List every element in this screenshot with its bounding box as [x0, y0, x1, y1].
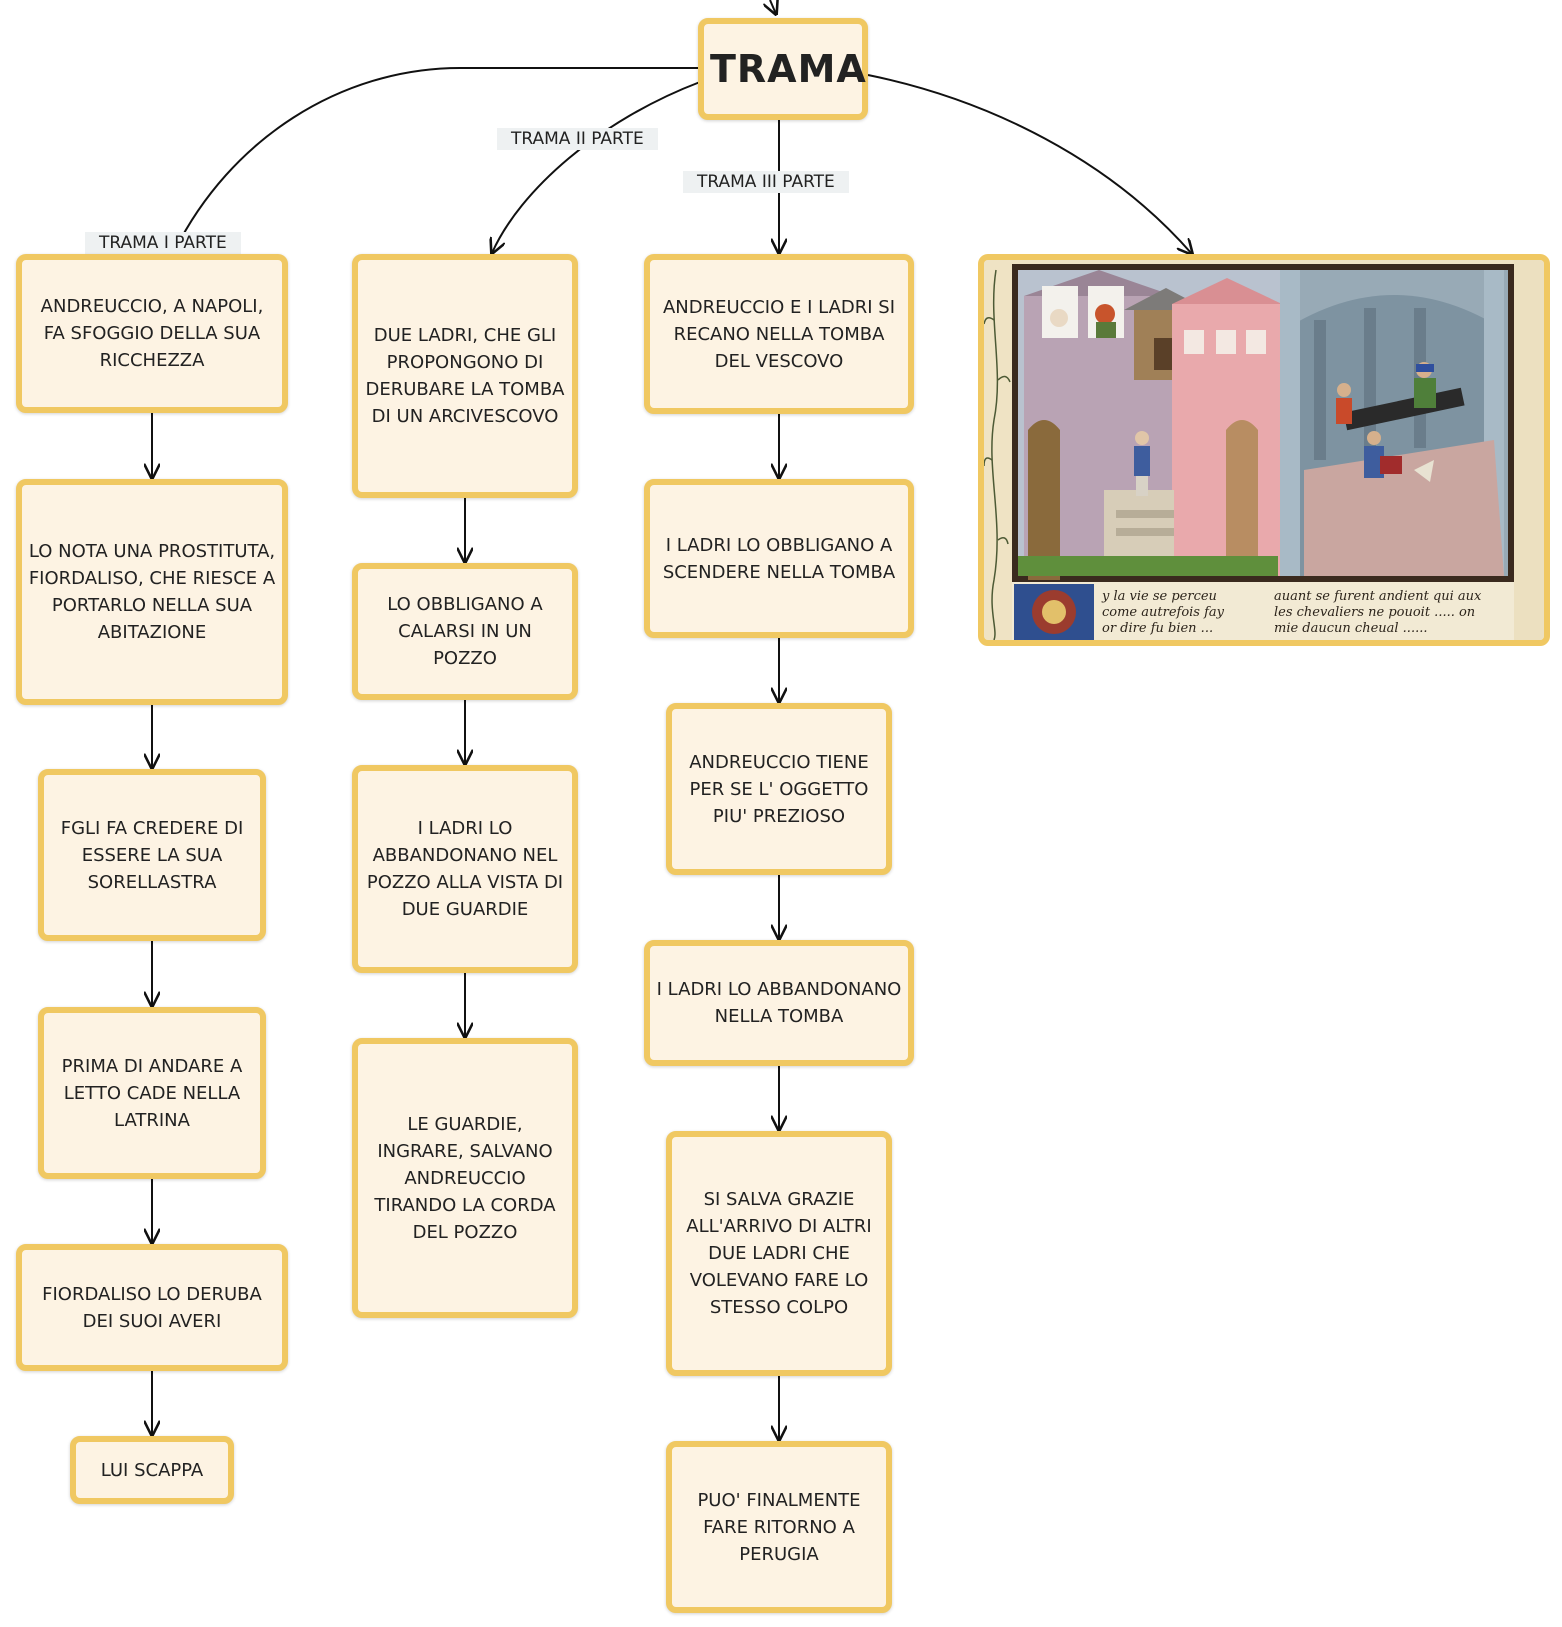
node-text: LO NOTA UNA PROSTITUTA, FIORDALISO, CHE … [28, 541, 276, 643]
node-text: FIORDALISO LO DERUBA DEI SUOI AVERI [42, 1283, 262, 1332]
branch-part1 [174, 67, 700, 251]
node-text: PRIMA DI ANDARE A LETTO CADE NELLA LATRI… [61, 1055, 243, 1131]
node-part3-5[interactable]: SI SALVA GRAZIE ALL'ARRIVO DI ALTRI DUE … [666, 1131, 892, 1376]
node-text: LUI SCAPPA [100, 1459, 204, 1481]
node-part2-1[interactable]: DUE LADRI, CHE GLI PROPONGONO DI DERUBAR… [352, 254, 578, 498]
branch-image [867, 74, 1192, 254]
node-text: I LADRI LO ABBANDONANO NELLA TOMBA [656, 979, 902, 1027]
node-text: DUE LADRI, CHE GLI PROPONGONO DI DERUBAR… [365, 325, 565, 427]
node-part1-3[interactable]: FGLI FA CREDERE DI ESSERE LA SUA SORELLA… [38, 769, 266, 941]
node-text: SI SALVA GRAZIE ALL'ARRIVO DI ALTRI DUE … [686, 1189, 872, 1318]
node-part1-5[interactable]: FIORDALISO LO DERUBA DEI SUOI AVERI [16, 1244, 288, 1371]
illustration-node[interactable]: y la vie se perceu come autrefois fay or… [978, 254, 1550, 646]
svg-text:les chevaliers ne pouoit .....: les chevaliers ne pouoit ..... on [1274, 605, 1475, 620]
node-part3-4[interactable]: I LADRI LO ABBANDONANO NELLA TOMBA [644, 940, 914, 1066]
node-part1-4[interactable]: PRIMA DI ANDARE A LETTO CADE NELLA LATRI… [38, 1007, 266, 1179]
node-part1-6[interactable]: LUI SCAPPA [70, 1436, 234, 1504]
node-part2-4[interactable]: LE GUARDIE, INGRARE, SALVANO ANDREUCCIO … [352, 1038, 578, 1318]
title-text: TRAMA [710, 46, 867, 91]
node-text: LO OBBLIGANO A CALARSI IN UN POZZO [387, 594, 543, 669]
node-text: LE GUARDIE, INGRARE, SALVANO ANDREUCCIO … [374, 1113, 556, 1243]
caption-left: y la vie se perceu [1101, 589, 1217, 604]
node-text: ANDREUCCIO TIENE PER SE L' OGGETTO PIU' … [689, 751, 869, 827]
node-part2-2[interactable]: LO OBBLIGANO A CALARSI IN UN POZZO [352, 563, 578, 700]
node-part3-6[interactable]: PUO' FINALMENTE FARE RITORNO A PERUGIA [666, 1441, 892, 1613]
incoming-arrow [770, 0, 776, 14]
node-part1-2[interactable]: LO NOTA UNA PROSTITUTA, FIORDALISO, CHE … [16, 479, 288, 705]
node-part2-3[interactable]: I LADRI LO ABBANDONANO NEL POZZO ALLA VI… [352, 765, 578, 973]
title-node[interactable]: TRAMA [698, 18, 868, 120]
node-text: FGLI FA CREDERE DI ESSERE LA SUA SORELLA… [60, 817, 244, 893]
edge-label-part2: TRAMA II PARTE [497, 128, 658, 150]
svg-text:come autrefois fay: come autrefois fay [1102, 605, 1225, 620]
node-part3-1[interactable]: ANDREUCCIO E I LADRI SI RECANO NELLA TOM… [644, 254, 914, 414]
svg-text:mie daucun cheual ......: mie daucun cheual ...... [1274, 621, 1427, 636]
svg-text:or dire fu bien ...: or dire fu bien ... [1102, 621, 1213, 636]
node-text: PUO' FINALMENTE FARE RITORNO A PERUGIA [697, 1489, 861, 1565]
edge-label-part1: TRAMA I PARTE [85, 232, 241, 254]
node-text: ANDREUCCIO E I LADRI SI RECANO NELLA TOM… [662, 296, 896, 372]
node-part3-2[interactable]: I LADRI LO OBBLIGANO A SCENDERE NELLA TO… [644, 479, 914, 638]
illustration-image: y la vie se perceu come autrefois fay or… [984, 260, 1544, 640]
node-text: ANDREUCCIO, A NAPOLI, FA SFOGGIO DELLA S… [40, 296, 264, 371]
edge-label-part3: TRAMA III PARTE [683, 171, 849, 193]
node-text: I LADRI LO ABBANDONANO NEL POZZO ALLA VI… [366, 818, 564, 920]
node-part1-1[interactable]: ANDREUCCIO, A NAPOLI, FA SFOGGIO DELLA S… [16, 254, 288, 413]
branch-part2 [492, 81, 701, 253]
node-text: I LADRI LO OBBLIGANO A SCENDERE NELLA TO… [662, 534, 896, 583]
caption-right: auant se furent andient qui aux [1274, 589, 1482, 604]
node-part3-3[interactable]: ANDREUCCIO TIENE PER SE L' OGGETTO PIU' … [666, 703, 892, 875]
